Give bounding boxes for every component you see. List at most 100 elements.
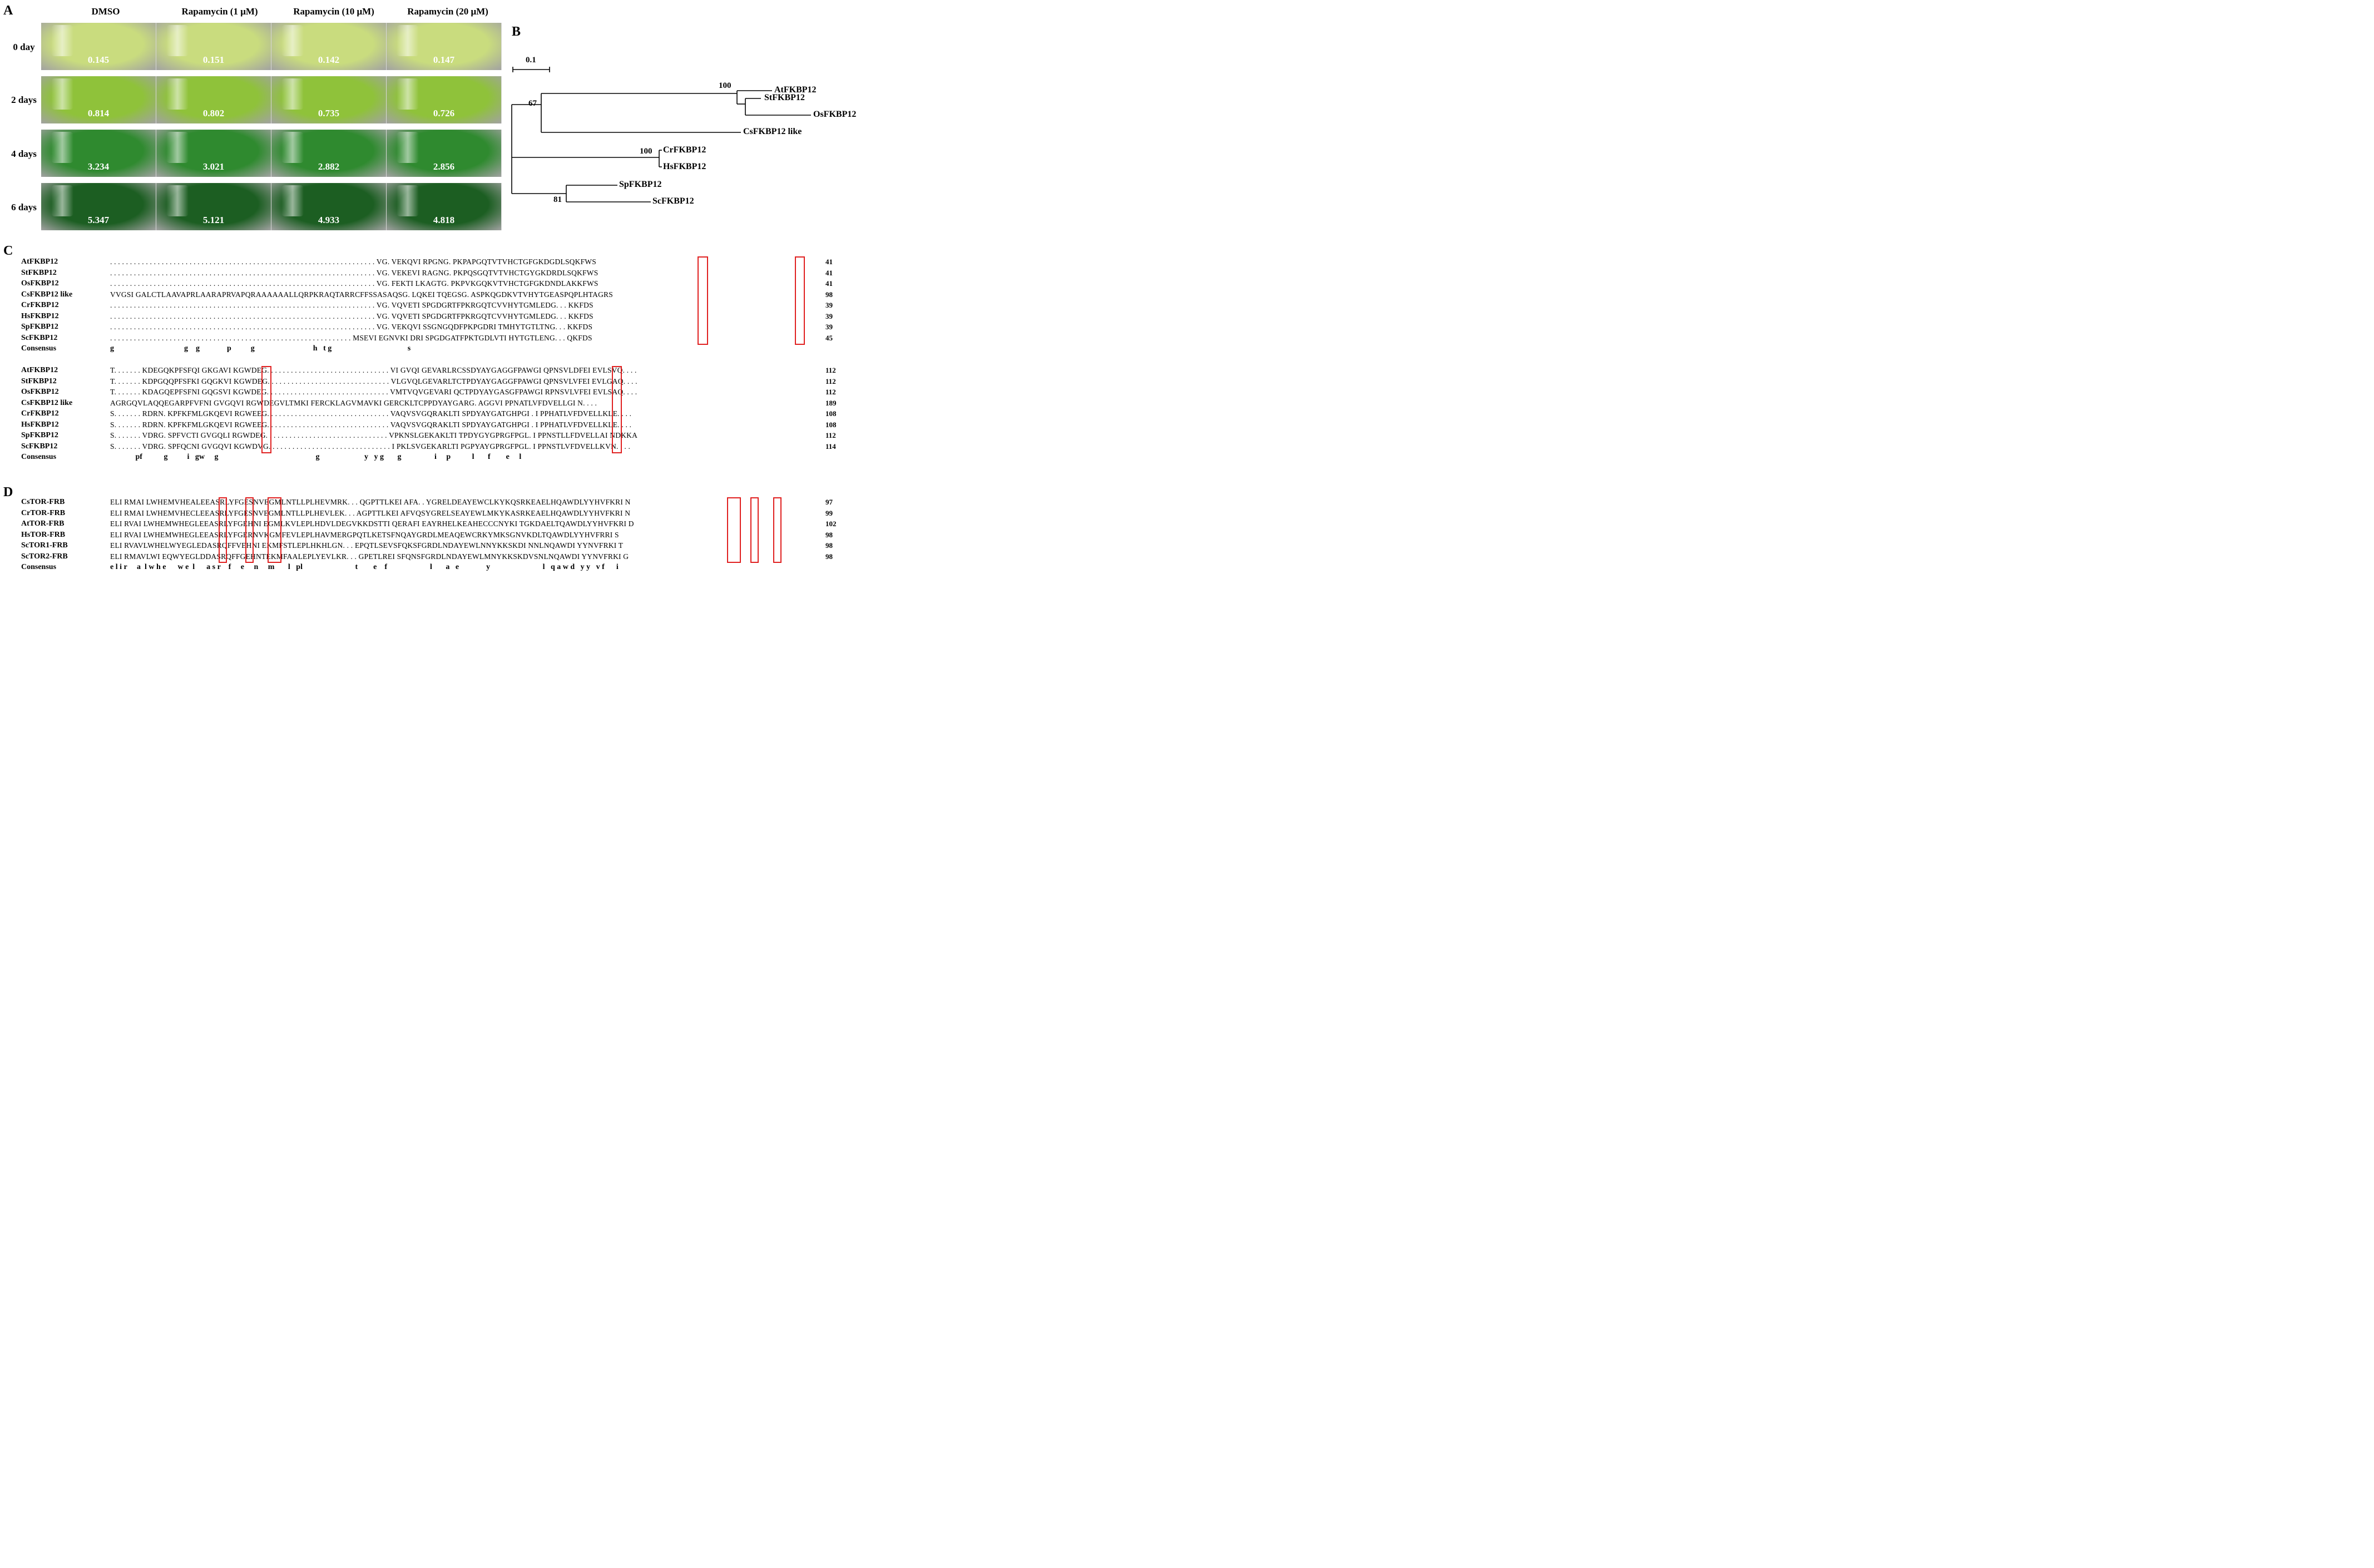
od-value: 0.735 [318, 108, 340, 118]
aligned-sequence: VVGSI GALCTLAAVAPRLAARAPRVAPQRAAAAAALLQR… [110, 290, 613, 299]
aligned-sequence: S. . . . . . . RDRN. KPFKFMLGKQEVI RGWEE… [110, 420, 632, 429]
panel-d-letter: D [3, 485, 13, 499]
aligned-sequence: S. . . . . . . VDRG. SPFQCNI GVGQVI KGWD… [110, 442, 631, 451]
od-value: 2.856 [433, 161, 455, 172]
bootstrap-value: 81 [553, 195, 562, 204]
aligned-sequence: ELI RVAVLWHELWYEGLEDASRQFFVEHNI EKMFSTLE… [110, 541, 624, 550]
sequence-name: CsTOR-FRB [21, 498, 65, 506]
aligned-sequence: T. . . . . . . KDPGQQPFSFKI GQGKVI KGWDE… [110, 377, 637, 385]
highlight-box [698, 256, 708, 345]
culture-flask: 0.735 [271, 76, 386, 123]
residue-count: 39 [825, 311, 833, 320]
bootstrap-value: 67 [528, 99, 537, 108]
highlight-box [727, 497, 741, 563]
culture-flask: 0.814 [41, 76, 156, 123]
column-header-dmso: DMSO [91, 6, 120, 17]
od-value: 4.933 [318, 215, 340, 225]
highlight-box [612, 366, 622, 453]
taxon-label: StFKBP12 [764, 93, 805, 102]
culture-flask: 0.802 [156, 76, 271, 123]
flask-gloss [166, 132, 189, 163]
od-value: 0.726 [433, 108, 455, 118]
residue-count: 102 [825, 520, 837, 528]
residue-count: 112 [825, 366, 836, 374]
consensus-label: Consensus [21, 563, 57, 571]
aligned-sequence: T. . . . . . . KDAGQEPFSFNI GQGSVI KGWDE… [110, 388, 637, 396]
taxon-label: OsFKBP12 [813, 110, 857, 119]
consensus-label: Consensus [21, 453, 57, 461]
od-value: 0.814 [87, 108, 110, 118]
highlight-box [245, 497, 254, 563]
od-value: 0.802 [202, 108, 225, 118]
sequence-name: AtFKBP12 [21, 366, 58, 374]
residue-count: 112 [825, 388, 836, 396]
aligned-sequence: . . . . . . . . . . . . . . . . . . . . … [110, 279, 599, 288]
flask-gloss [51, 132, 73, 163]
residue-count: 98 [825, 541, 833, 550]
aligned-sequence: ELI RMAI LWHEMVHEALEEASRLYFGESNVEGMLNTLL… [110, 498, 631, 506]
flask-gloss [281, 185, 304, 216]
residue-count: 39 [825, 301, 833, 309]
taxon-label: SpFKBP12 [619, 180, 662, 189]
culture-flask: 5.121 [156, 183, 271, 230]
flask-gloss [281, 132, 304, 163]
residue-count: 189 [825, 398, 837, 407]
aligned-sequence: ELI RVAI LWHEMWHEGLEEASRLYFGEHNI EGMLKVL… [110, 520, 634, 528]
sequence-name: CrFKBP12 [21, 409, 59, 418]
aligned-sequence: . . . . . . . . . . . . . . . . . . . . … [110, 301, 594, 309]
highlight-box [773, 497, 782, 563]
aligned-sequence: T. . . . . . . KDEGQKPFSFQI GKGAVI KGWDE… [110, 366, 637, 374]
aligned-sequence: ELI RMAVLWI EQWYEGLDDASRQFFGEHNTEKMFAALE… [110, 552, 629, 561]
od-value: 3.021 [202, 161, 225, 172]
od-value: 0.151 [202, 55, 225, 65]
aligned-sequence: S. . . . . . . VDRG. SPFVCTI GVGQLI RGWD… [110, 431, 638, 439]
residue-count: 108 [825, 409, 837, 418]
sequence-name: HsFKBP12 [21, 420, 59, 429]
highlight-box [268, 497, 281, 563]
highlight-box [750, 497, 759, 563]
residue-count: 114 [825, 442, 836, 451]
sequence-name: CrTOR-FRB [21, 508, 66, 517]
taxon-label: CsFKBP12 like [743, 127, 802, 136]
sequence-name: CsFKBP12 like [21, 290, 73, 299]
consensus-sequence: e l i r a l w h e w e l a s r f e n m l … [110, 563, 619, 571]
residue-count: 45 [825, 333, 833, 342]
taxon-label: AtFKBP12 [774, 85, 817, 95]
aligned-sequence: . . . . . . . . . . . . . . . . . . . . … [110, 333, 592, 342]
sequence-name: ScFKBP12 [21, 333, 58, 342]
flask-gloss [397, 132, 419, 163]
column-header-rapa-20: Rapamycin (20 μM) [407, 6, 488, 17]
sequence-name: ScTOR2-FRB [21, 552, 68, 561]
taxon-label: ScFKBP12 [652, 196, 694, 206]
flask-gloss [166, 185, 189, 216]
sequence-name: AtTOR-FRB [21, 520, 65, 528]
flask-gloss [51, 25, 73, 56]
culture-photo-strip: 0.814 0.802 0.735 0.726 [41, 76, 502, 123]
residue-count: 41 [825, 279, 833, 288]
sequence-name: ScTOR1-FRB [21, 541, 68, 550]
flask-gloss [281, 25, 304, 56]
culture-flask: 0.151 [156, 23, 271, 70]
od-value: 5.347 [87, 215, 110, 225]
od-value: 3.234 [87, 161, 110, 172]
culture-flask: 3.021 [156, 130, 271, 177]
residue-count: 98 [825, 552, 833, 561]
aligned-sequence: ELI RMAI LWHEMVHECLEEASRLYFGESNVEGMLNTLL… [110, 508, 631, 517]
highlight-box [795, 256, 805, 345]
row-label: 2 days [11, 95, 37, 105]
panel-b-letter: B [512, 24, 521, 39]
consensus-label: Consensus [21, 344, 57, 353]
culture-flask: 0.147 [387, 23, 501, 70]
phylogenetic-tree [511, 67, 811, 202]
row-label: 0 day [13, 42, 35, 52]
od-value: 0.147 [433, 55, 455, 65]
panel-c-letter: C [3, 244, 13, 258]
residue-count: 98 [825, 530, 833, 539]
culture-flask: 0.142 [271, 23, 386, 70]
culture-flask: 2.856 [387, 130, 501, 177]
sequence-name: OsFKBP12 [21, 279, 59, 288]
od-value: 5.121 [202, 215, 225, 225]
highlight-box [219, 497, 227, 563]
